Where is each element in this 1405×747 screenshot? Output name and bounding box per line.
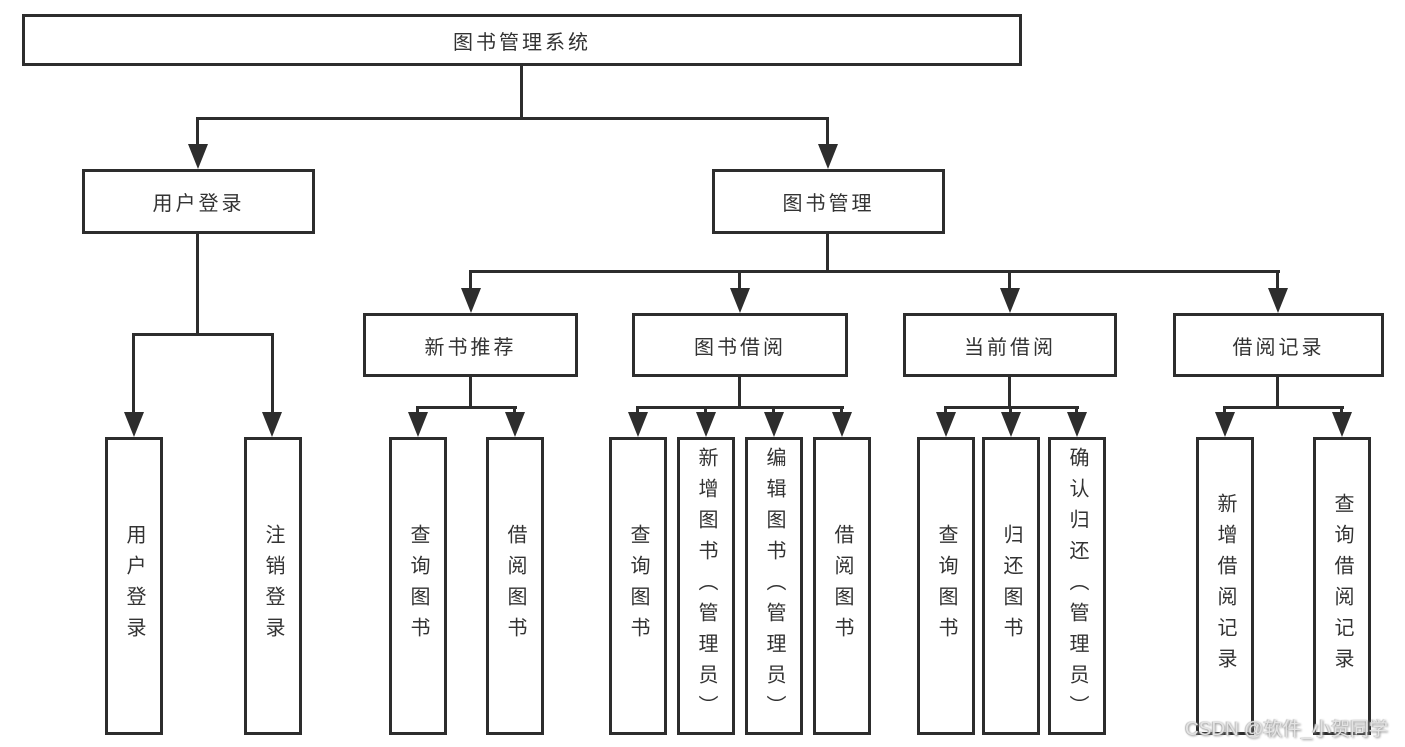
connector-userlogin-crossbar xyxy=(132,333,274,336)
leaf-borrow-add-book-label: 新增图书（管理员） xyxy=(695,446,717,726)
leaf-record-add: 新增借阅记录 xyxy=(1196,437,1254,735)
connector-bookmgmt-drop-3 xyxy=(1008,270,1011,290)
node-user-login-label: 用户登录 xyxy=(152,193,245,215)
arrow-to-leaf-current-return xyxy=(1001,412,1021,437)
leaf-borrow-add-book: 新增图书（管理员） xyxy=(677,437,735,735)
connector-userlogin-drop-2 xyxy=(271,333,274,415)
connector-root-crossbar xyxy=(196,117,829,120)
connector-bookborrow-drop-3 xyxy=(772,406,775,414)
node-book-borrow-label: 图书借阅 xyxy=(694,336,786,359)
arrow-to-leaf-record-query xyxy=(1332,412,1352,437)
leaf-current-confirm-return: 确认归还（管理员） xyxy=(1048,437,1106,735)
leaf-logout: 注销登录 xyxy=(244,437,302,735)
arrow-to-leaf-borrow-borrow-book xyxy=(832,412,852,437)
arrow-to-leaf-user-login xyxy=(124,412,144,437)
leaf-user-login: 用户登录 xyxy=(105,437,163,735)
arrow-to-current-borrow xyxy=(1000,288,1020,313)
node-book-management-label: 图书管理 xyxy=(782,193,875,215)
leaf-user-login-label: 用户登录 xyxy=(123,524,145,648)
node-new-book-recommend: 新书推荐 xyxy=(363,313,578,377)
arrow-to-new-book-recommend xyxy=(461,288,481,313)
leaf-newbook-borrow: 借阅图书 xyxy=(486,437,544,735)
connector-bookmgmt-drop-1 xyxy=(469,270,472,290)
connector-root-drop-left xyxy=(196,117,199,146)
connector-bookborrow-stem xyxy=(738,377,741,408)
node-borrow-record: 借阅记录 xyxy=(1173,313,1384,377)
arrow-to-leaf-current-confirm-return xyxy=(1067,412,1087,437)
connector-bookmgmt-stem xyxy=(826,234,829,272)
node-root: 图书管理系统 xyxy=(22,14,1022,66)
connector-record-stem xyxy=(1276,377,1279,408)
leaf-current-confirm-return-label: 确认归还（管理员） xyxy=(1066,446,1088,726)
leaf-record-add-label: 新增借阅记录 xyxy=(1214,493,1236,679)
connector-newbook-crossbar xyxy=(416,406,517,409)
arrow-to-user-login xyxy=(188,144,208,169)
connector-record-drop-1 xyxy=(1223,406,1226,414)
leaf-borrow-borrow-book: 借阅图书 xyxy=(813,437,871,735)
arrow-to-leaf-borrow-query xyxy=(628,412,648,437)
node-book-management: 图书管理 xyxy=(712,169,945,234)
leaf-borrow-edit-book: 编辑图书（管理员） xyxy=(745,437,803,735)
leaf-record-query: 查询借阅记录 xyxy=(1313,437,1371,735)
leaf-borrow-borrow-book-label: 借阅图书 xyxy=(831,524,853,648)
leaf-logout-label: 注销登录 xyxy=(262,524,284,648)
connector-currentborrow-stem xyxy=(1008,377,1011,408)
leaf-current-query: 查询图书 xyxy=(917,437,975,735)
connector-bookborrow-drop-1 xyxy=(636,406,639,414)
connector-userlogin-stem xyxy=(196,234,199,335)
connector-root-stem xyxy=(520,66,523,119)
connector-bookborrow-crossbar xyxy=(636,406,844,409)
node-book-borrow: 图书借阅 xyxy=(632,313,848,377)
leaf-newbook-query: 查询图书 xyxy=(389,437,447,735)
connector-currentborrow-drop-3 xyxy=(1075,406,1078,414)
connector-currentborrow-drop-1 xyxy=(944,406,947,414)
connector-bookmgmt-drop-2 xyxy=(738,270,741,290)
arrow-to-book-borrow xyxy=(730,288,750,313)
leaf-current-return-label: 归还图书 xyxy=(1000,524,1022,648)
node-borrow-record-label: 借阅记录 xyxy=(1232,336,1325,359)
connector-newbook-stem xyxy=(469,377,472,408)
arrow-to-leaf-newbook-query xyxy=(408,412,428,437)
connector-bookborrow-drop-4 xyxy=(840,406,843,414)
arrow-to-leaf-newbook-borrow xyxy=(505,412,525,437)
node-current-borrow-label: 当前借阅 xyxy=(964,336,1056,359)
arrow-to-leaf-logout xyxy=(262,412,282,437)
connector-bookborrow-drop-2 xyxy=(704,406,707,414)
node-new-book-recommend-label: 新书推荐 xyxy=(424,336,517,359)
arrow-to-leaf-borrow-edit-book xyxy=(764,412,784,437)
arrow-to-leaf-record-add xyxy=(1215,412,1235,437)
arrow-to-leaf-current-query xyxy=(936,412,956,437)
leaf-borrow-query-label: 查询图书 xyxy=(627,524,649,648)
connector-currentborrow-drop-2 xyxy=(1009,406,1012,414)
connector-newbook-drop-2 xyxy=(513,406,516,414)
node-user-login: 用户登录 xyxy=(82,169,315,234)
leaf-borrow-edit-book-label: 编辑图书（管理员） xyxy=(763,446,785,726)
arrow-to-leaf-borrow-add-book xyxy=(696,412,716,437)
leaf-newbook-borrow-label: 借阅图书 xyxy=(504,524,526,648)
leaf-current-return: 归还图书 xyxy=(982,437,1040,735)
connector-userlogin-drop-1 xyxy=(132,333,135,415)
connector-bookmgmt-crossbar xyxy=(469,270,1280,273)
arrow-to-book-management xyxy=(818,144,838,169)
node-root-label: 图书管理系统 xyxy=(453,31,591,54)
node-current-borrow: 当前借阅 xyxy=(903,313,1117,377)
arrow-to-borrow-record xyxy=(1268,288,1288,313)
connector-bookmgmt-drop-4 xyxy=(1276,270,1279,290)
connector-newbook-drop-1 xyxy=(416,406,419,414)
leaf-newbook-query-label: 查询图书 xyxy=(407,524,429,648)
connector-record-drop-2 xyxy=(1340,406,1343,414)
connector-root-drop-right xyxy=(826,117,829,146)
leaf-borrow-query: 查询图书 xyxy=(609,437,667,735)
csdn-watermark: CSDN @软件_小贺同学 xyxy=(1185,719,1388,740)
leaf-current-query-label: 查询图书 xyxy=(935,524,957,648)
connector-record-crossbar xyxy=(1223,406,1344,409)
leaf-record-query-label: 查询借阅记录 xyxy=(1331,493,1353,679)
